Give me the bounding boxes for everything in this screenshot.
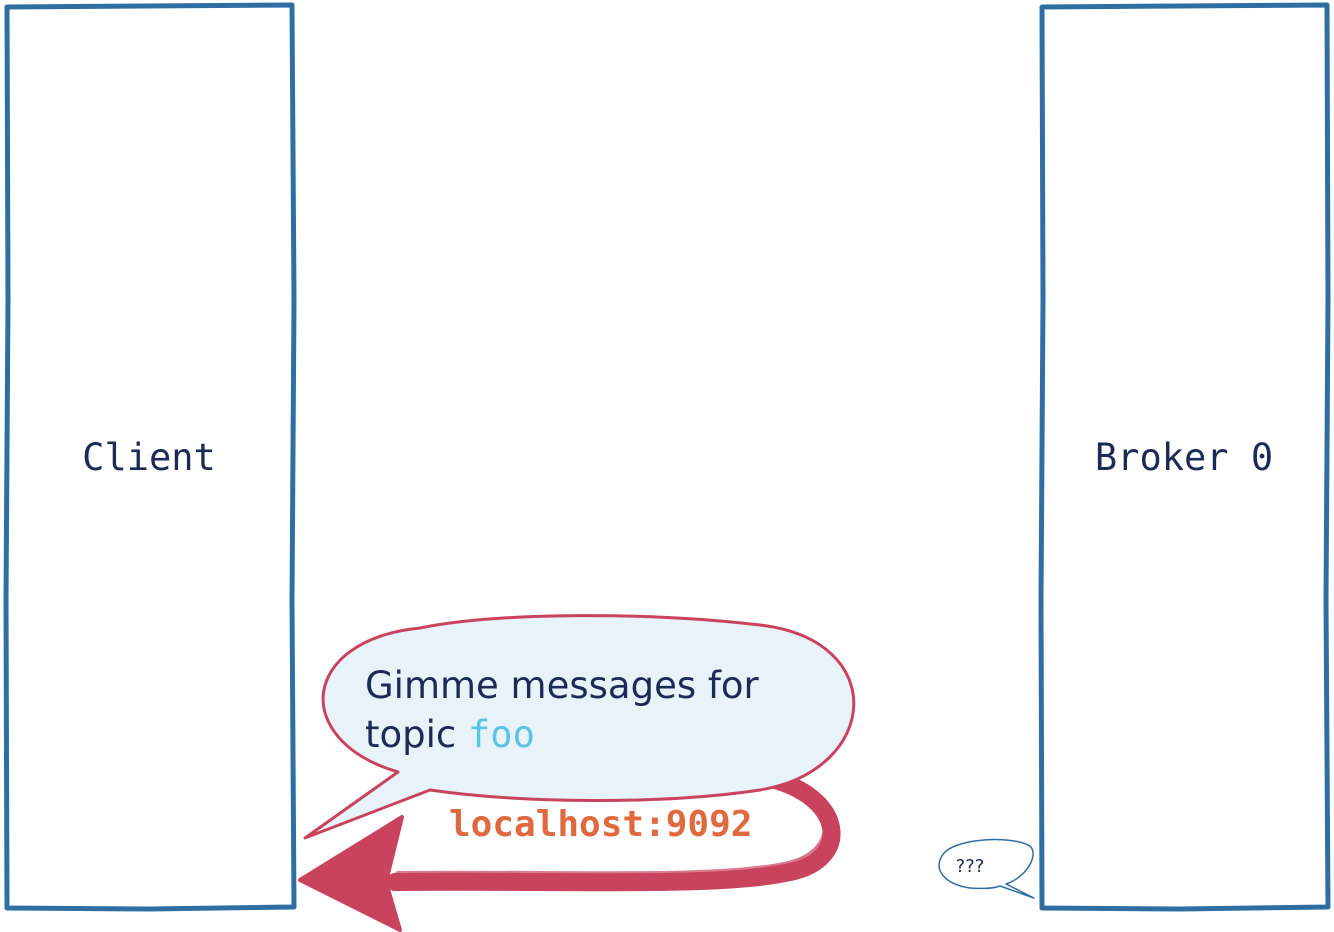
- broker-bubble: ???: [938, 838, 1035, 899]
- request-bubble-shape: [303, 614, 856, 840]
- request-bubble-line2-prefix: topic: [365, 713, 468, 756]
- broker-bubble-text: ???: [956, 856, 985, 877]
- topic-name: foo: [468, 713, 535, 756]
- client-box-border: [3, 2, 297, 912]
- broker-box: Broker 0: [1038, 2, 1331, 912]
- client-label: Client: [82, 436, 216, 479]
- broker-bubble-shape: [938, 838, 1035, 899]
- return-arrow: localhost:9092: [298, 771, 841, 932]
- request-bubble-line1: Gimme messages for: [365, 664, 760, 707]
- request-bubble: Gimme messages for topic foo: [303, 614, 856, 840]
- arrow-label: localhost:9092: [449, 804, 752, 845]
- request-bubble-line2: topic foo: [365, 713, 535, 756]
- broker-label: Broker 0: [1095, 436, 1273, 479]
- return-arrow-head: [298, 815, 404, 932]
- client-box: Client: [3, 2, 297, 912]
- broker-box-border: [1038, 2, 1331, 912]
